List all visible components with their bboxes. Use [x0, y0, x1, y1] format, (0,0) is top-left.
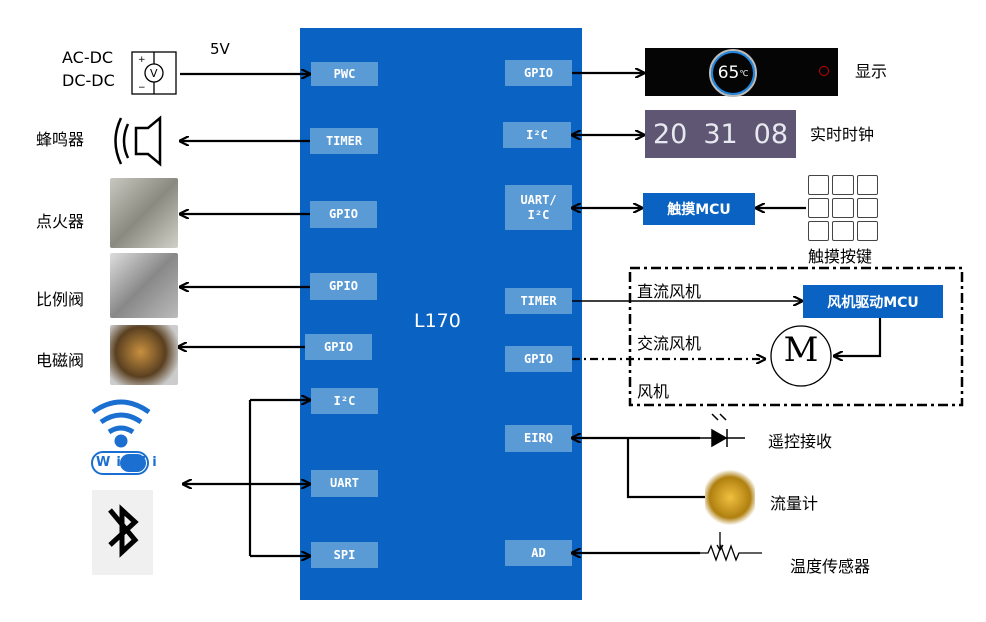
label-prop-valve: 比例阀: [36, 290, 85, 309]
pin-pwc: PWC: [311, 62, 378, 86]
label-rtc: 实时时钟: [810, 125, 875, 144]
pin-gpio-display: GPIO: [505, 60, 572, 86]
flowmeter-image: [705, 470, 755, 525]
keypad-icon: [808, 175, 878, 241]
solenoid-valve-image: [110, 325, 178, 385]
pin-i2c-left: I²C: [311, 388, 378, 414]
label-flowmeter: 流量计: [770, 494, 819, 513]
display-panel-image: 65℃: [645, 48, 838, 97]
label-solenoid: 电磁阀: [36, 351, 85, 370]
svg-text:+: +: [138, 55, 146, 65]
pin-timer-right: TIMER: [505, 288, 572, 314]
motor-label: M: [783, 330, 819, 370]
speaker-icon: [114, 115, 162, 167]
label-dc-fan: 直流风机: [637, 282, 702, 301]
pin-gpio-valve: GPIO: [310, 273, 377, 300]
thermistor-icon: [700, 532, 762, 562]
label-fan: 风机: [637, 382, 670, 401]
label-ac-fan: 交流风机: [637, 334, 702, 353]
pin-eirq: EIRQ: [505, 425, 572, 452]
label-5v: 5V: [210, 40, 230, 58]
igniter-image: [110, 178, 178, 248]
display-temp: 65℃: [709, 49, 757, 97]
pin-spi: SPI: [311, 542, 378, 568]
fan-driver-mcu-box: 风机驱动MCU: [803, 285, 943, 318]
clock-hours: 20: [652, 118, 688, 150]
svg-text:V: V: [150, 67, 158, 80]
wifi-icon: [91, 399, 151, 475]
touch-mcu-box: 触摸MCU: [643, 193, 755, 225]
label-temp-sensor: 温度传感器: [790, 557, 871, 576]
pin-gpio-solenoid: GPIO: [305, 334, 372, 360]
motor-icon: [770, 325, 832, 387]
voltmeter-icon: V + −: [131, 51, 177, 95]
pin-timer-left: TIMER: [310, 128, 378, 154]
wifi-text: Wi Fi: [96, 455, 163, 470]
ir-receiver-diode-icon: [700, 413, 745, 448]
proportional-valve-image: [110, 253, 178, 318]
pin-ad: AD: [505, 540, 572, 566]
pin-uart: UART: [311, 470, 378, 497]
svg-text:−: −: [138, 83, 146, 93]
power-icon: [819, 66, 829, 76]
label-ac-dc: AC-DC: [62, 48, 114, 67]
pin-gpio-igniter: GPIO: [310, 201, 377, 228]
clock-seconds: 08: [753, 118, 788, 150]
label-ir-receiver: 遥控接收: [768, 432, 833, 451]
label-igniter: 点火器: [36, 212, 85, 231]
bluetooth-icon: [108, 504, 139, 558]
pin-gpio-fan: GPIO: [505, 346, 572, 372]
label-buzzer: 蜂鸣器: [36, 130, 85, 149]
clock-minutes: 31: [703, 118, 738, 150]
pin-uart-i2c: UART/ I²C: [505, 185, 572, 230]
rtc-clock-image: 20 31 08: [645, 110, 796, 158]
label-display: 显示: [855, 62, 888, 81]
label-dc-dc: DC-DC: [62, 71, 115, 90]
label-touch-keys: 触摸按键: [808, 247, 873, 266]
pin-i2c-rtc: I²C: [503, 122, 571, 148]
chip-label: L170: [414, 310, 461, 332]
